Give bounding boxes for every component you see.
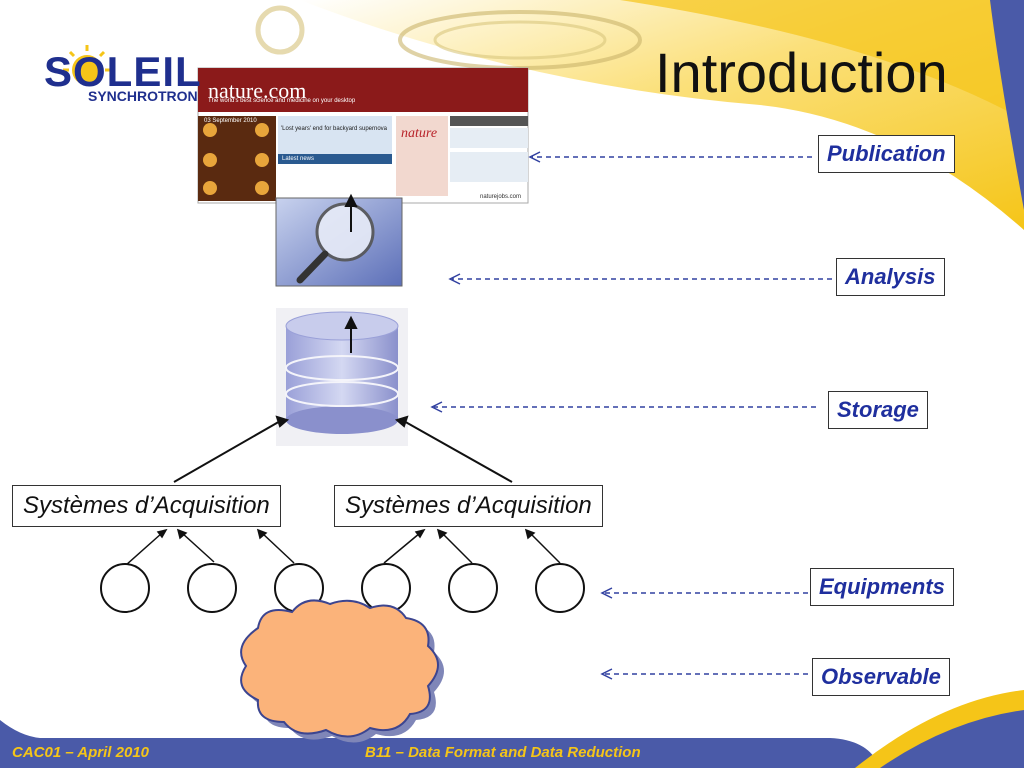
footer-center: B11 – Data Format and Data Reduction bbox=[365, 744, 641, 761]
magnifier-icon bbox=[275, 197, 403, 287]
nature-date: 03 September 2010 bbox=[204, 118, 257, 124]
circle-icon bbox=[187, 563, 237, 613]
acquisition-system-right: Systèmes d’Acquisition bbox=[334, 485, 603, 527]
cloud-icon bbox=[240, 599, 444, 743]
nature-jobs-link: naturejobs.com bbox=[480, 194, 522, 200]
nature-magazine-title: nature bbox=[401, 126, 438, 141]
sun-icon bbox=[63, 45, 111, 85]
page-title: Introduction bbox=[655, 41, 948, 104]
circle-icon bbox=[535, 563, 585, 613]
observable-label: Observable bbox=[812, 658, 950, 696]
nature-tagline: The world's best science and medicine on… bbox=[208, 98, 356, 104]
circle-icon bbox=[448, 563, 498, 613]
nature-screenshot bbox=[197, 67, 529, 204]
equipments-label: Equipments bbox=[810, 568, 954, 606]
footer-left: CAC01 – April 2010 bbox=[12, 744, 150, 761]
logo: SOLEIL bbox=[44, 48, 202, 95]
storage-label: Storage bbox=[828, 391, 928, 429]
acquisition-system-left: Systèmes d’Acquisition bbox=[12, 485, 281, 527]
circle-icon bbox=[100, 563, 150, 613]
nature-latest-label: Latest news bbox=[282, 156, 315, 162]
nature-news-heading: 'Lost years' end for backyard supernova bbox=[281, 126, 388, 132]
database-cylinder-icon bbox=[276, 308, 408, 446]
logo-subtitle: SYNCHROTRON bbox=[88, 88, 198, 104]
publication-label: Publication bbox=[818, 135, 955, 173]
nature-site-name: nature.com bbox=[208, 78, 307, 103]
analysis-label: Analysis bbox=[836, 258, 945, 296]
